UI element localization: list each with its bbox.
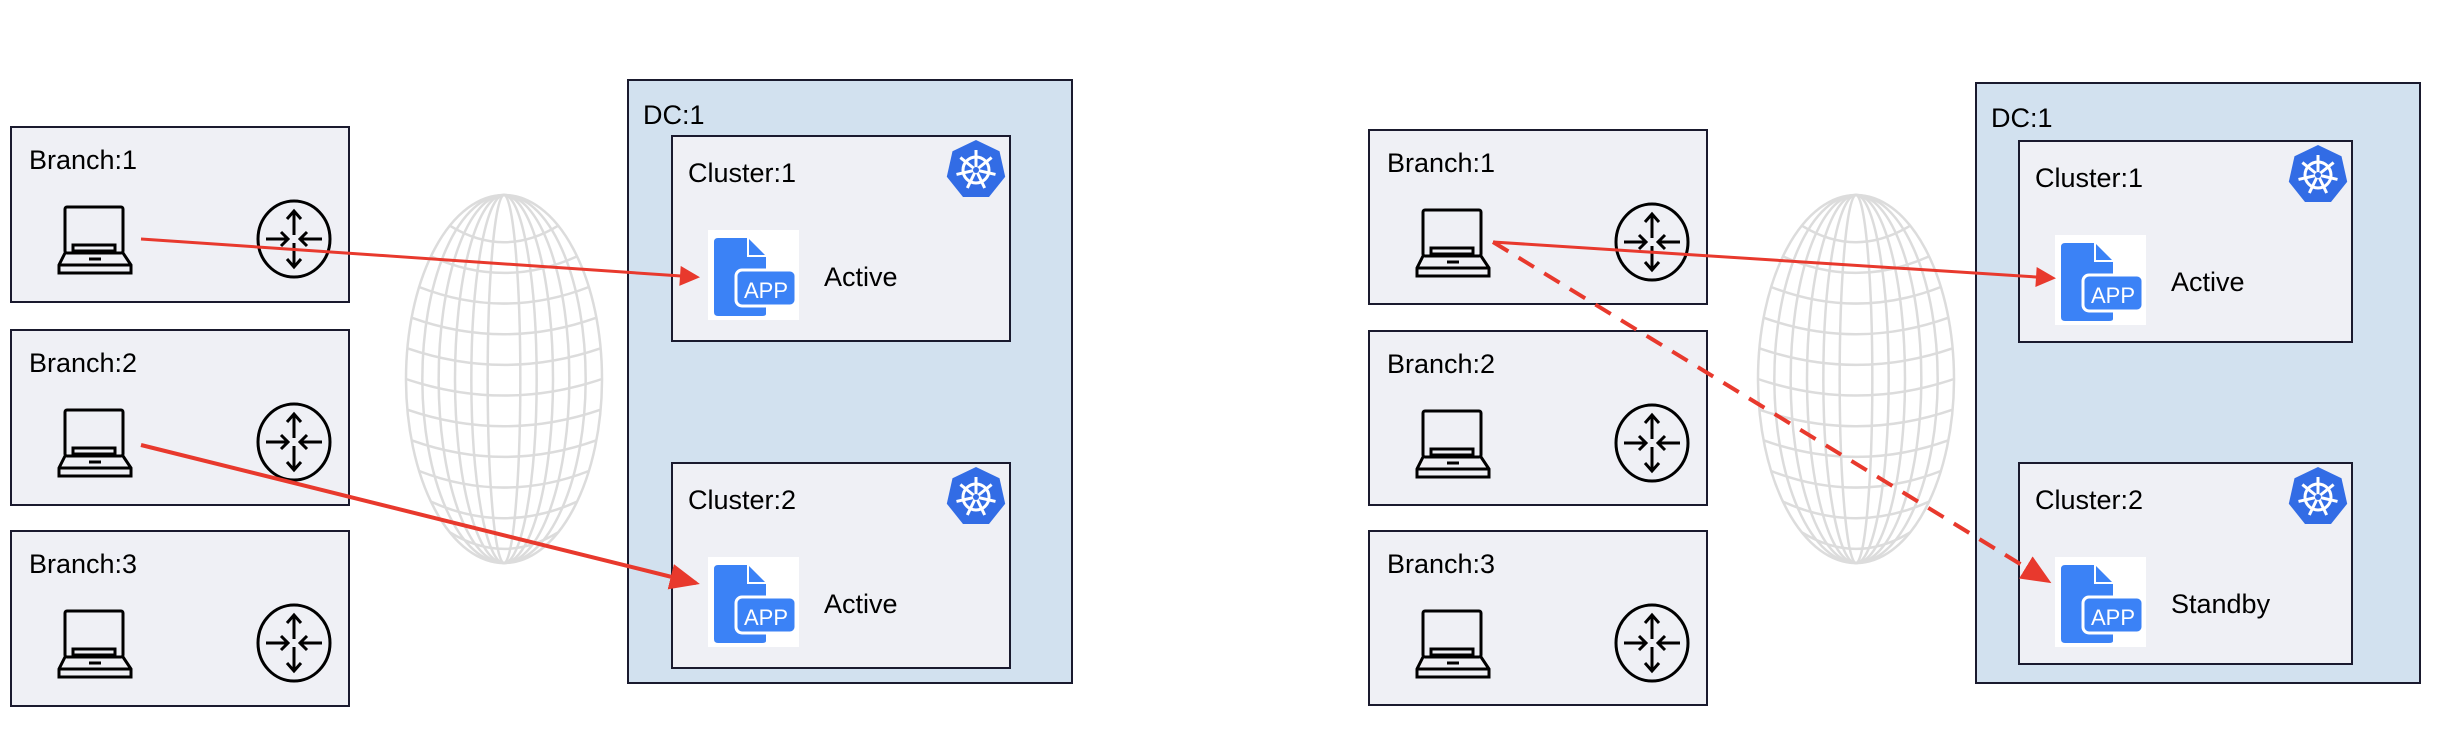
app-status-label: Active bbox=[824, 262, 898, 292]
branch-box[interactable]: Branch:2 bbox=[1368, 330, 1708, 506]
internet-globe-icon bbox=[1756, 193, 1956, 565]
app-status-label: Active bbox=[2171, 267, 2245, 297]
laptop-icon bbox=[1415, 609, 1491, 679]
router-icon bbox=[1614, 603, 1690, 683]
laptop-icon bbox=[57, 609, 133, 679]
app-icon: APP bbox=[708, 230, 799, 320]
router-icon bbox=[256, 402, 332, 482]
branch-box[interactable]: Branch:3 bbox=[10, 530, 350, 707]
cluster-label: Cluster:1 bbox=[2035, 163, 2143, 193]
connection-arrow-solid bbox=[140, 237, 700, 286]
kubernetes-icon bbox=[946, 140, 1006, 197]
connection-arrow-dashed bbox=[1491, 240, 2052, 584]
branch-label: Branch:1 bbox=[1387, 148, 1495, 178]
connection-arrow-solid bbox=[140, 443, 700, 590]
app-icon-label: APP bbox=[744, 605, 788, 630]
router-icon bbox=[256, 603, 332, 683]
branch-label: Branch:2 bbox=[1387, 349, 1495, 379]
branch-label: Branch:3 bbox=[1387, 549, 1495, 579]
router-icon bbox=[1614, 403, 1690, 483]
kubernetes-icon bbox=[2288, 145, 2348, 202]
branch-box[interactable]: Branch:2 bbox=[10, 329, 350, 506]
app-icon: APP bbox=[2055, 235, 2146, 325]
app-status-label: Active bbox=[824, 589, 898, 619]
datacenter-label: DC:1 bbox=[1991, 103, 2053, 133]
connection-arrow-solid bbox=[1492, 240, 2056, 287]
cluster-label: Cluster:2 bbox=[688, 485, 796, 515]
laptop-icon bbox=[57, 205, 133, 275]
branch-box[interactable]: Branch:3 bbox=[1368, 530, 1708, 706]
kubernetes-icon bbox=[2288, 467, 2348, 524]
cluster-label: Cluster:1 bbox=[688, 158, 796, 188]
kubernetes-icon bbox=[946, 467, 1006, 524]
app-status-label: Standby bbox=[2171, 589, 2271, 619]
app-icon: APP bbox=[708, 557, 799, 647]
app-icon-label: APP bbox=[2091, 605, 2135, 630]
branch-box[interactable]: Branch:1 bbox=[1368, 129, 1708, 305]
laptop-icon bbox=[57, 408, 133, 478]
app-icon-label: APP bbox=[2091, 283, 2135, 308]
datacenter-label: DC:1 bbox=[643, 100, 705, 130]
branch-box[interactable]: Branch:1 bbox=[10, 126, 350, 303]
internet-globe-icon bbox=[404, 193, 604, 565]
laptop-icon bbox=[1415, 208, 1491, 278]
router-icon bbox=[256, 199, 332, 279]
app-icon-label: APP bbox=[744, 278, 788, 303]
branch-label: Branch:2 bbox=[29, 348, 137, 378]
branch-label: Branch:3 bbox=[29, 549, 137, 579]
branch-label: Branch:1 bbox=[29, 145, 137, 175]
laptop-icon bbox=[1415, 409, 1491, 479]
router-icon bbox=[1614, 202, 1690, 282]
cluster-label: Cluster:2 bbox=[2035, 485, 2143, 515]
app-icon: APP bbox=[2055, 557, 2146, 647]
